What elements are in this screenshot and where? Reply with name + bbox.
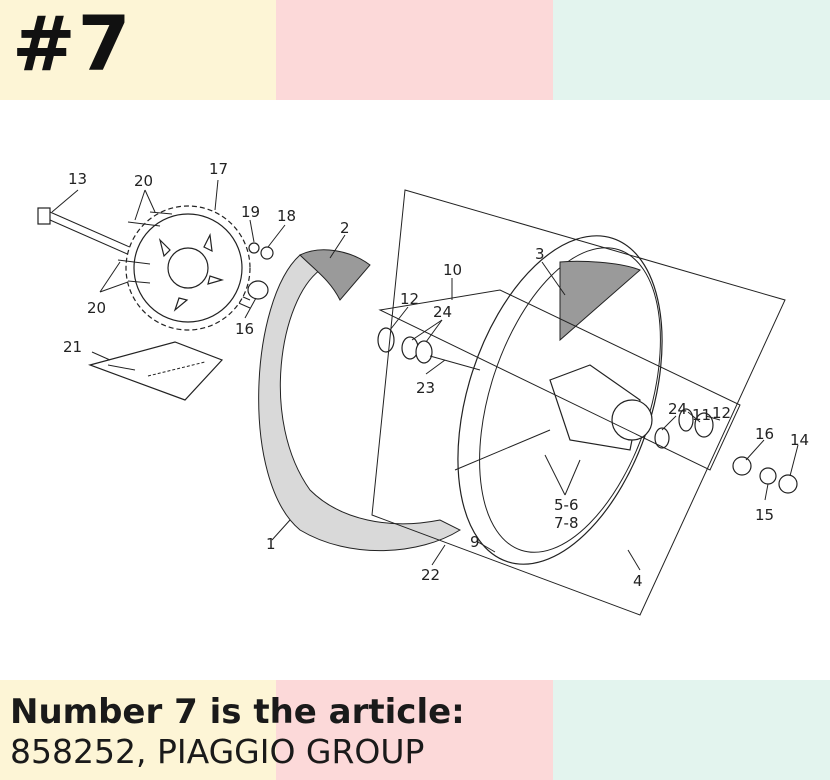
hub [454, 364, 653, 471]
callout-18: 18 [277, 207, 296, 225]
band-pink [276, 0, 553, 100]
callout-12-left: 12 [400, 290, 419, 308]
callout-16-right: 16 [755, 425, 774, 443]
callout-12-right: 12 [712, 404, 731, 422]
band-pink [276, 680, 553, 780]
callout-9: 9 [470, 533, 480, 551]
spacer-16-left [247, 280, 269, 300]
article-caption-title: Number 7 is the article: [10, 692, 465, 732]
callout-21: 21 [63, 338, 82, 356]
callout-13: 13 [68, 170, 87, 188]
callout-2: 2 [340, 219, 350, 237]
callout-22: 22 [421, 566, 440, 584]
band-green [553, 680, 830, 780]
callout-24-left: 24 [433, 303, 452, 321]
callout-15: 15 [755, 506, 774, 524]
callout-7-8: 7-8 [554, 514, 579, 532]
sprocket-bolts [117, 211, 173, 284]
leader-lines [51, 179, 799, 571]
callout-3: 3 [535, 245, 545, 263]
band-yellow [0, 680, 276, 780]
nut-18 [260, 246, 274, 260]
exploded-wheel-diagram: 13 20 17 19 18 2 20 16 21 10 3 12 24 23 … [37, 160, 809, 616]
callout-16-left: 16 [235, 320, 254, 338]
callout-24-right: 24 [668, 400, 687, 418]
chain-kit [88, 341, 224, 401]
sprocket [125, 205, 251, 331]
callout-11: 11 [692, 406, 711, 424]
callout-20-bottom: 20 [87, 299, 106, 317]
callout-5-6: 5-6 [554, 496, 579, 514]
article-caption-detail: 858252, PIAGGIO GROUP [10, 732, 425, 771]
callout-4: 4 [633, 572, 643, 590]
bearings-seals [377, 327, 798, 494]
callout-17: 17 [209, 160, 228, 178]
callout-19: 19 [241, 203, 260, 221]
callout-14: 14 [790, 431, 809, 449]
callout-10: 10 [443, 261, 462, 279]
callout-1: 1 [266, 535, 276, 553]
band-yellow [0, 0, 276, 100]
top-color-band [0, 0, 830, 100]
part-number-heading: #7 [12, 0, 133, 88]
washer-19 [248, 242, 260, 254]
band-green [553, 0, 830, 100]
assembly-frames [371, 189, 786, 616]
callout-20-top: 20 [134, 172, 153, 190]
tyre [258, 249, 462, 552]
callout-23: 23 [416, 379, 435, 397]
bottom-color-band [0, 680, 830, 780]
